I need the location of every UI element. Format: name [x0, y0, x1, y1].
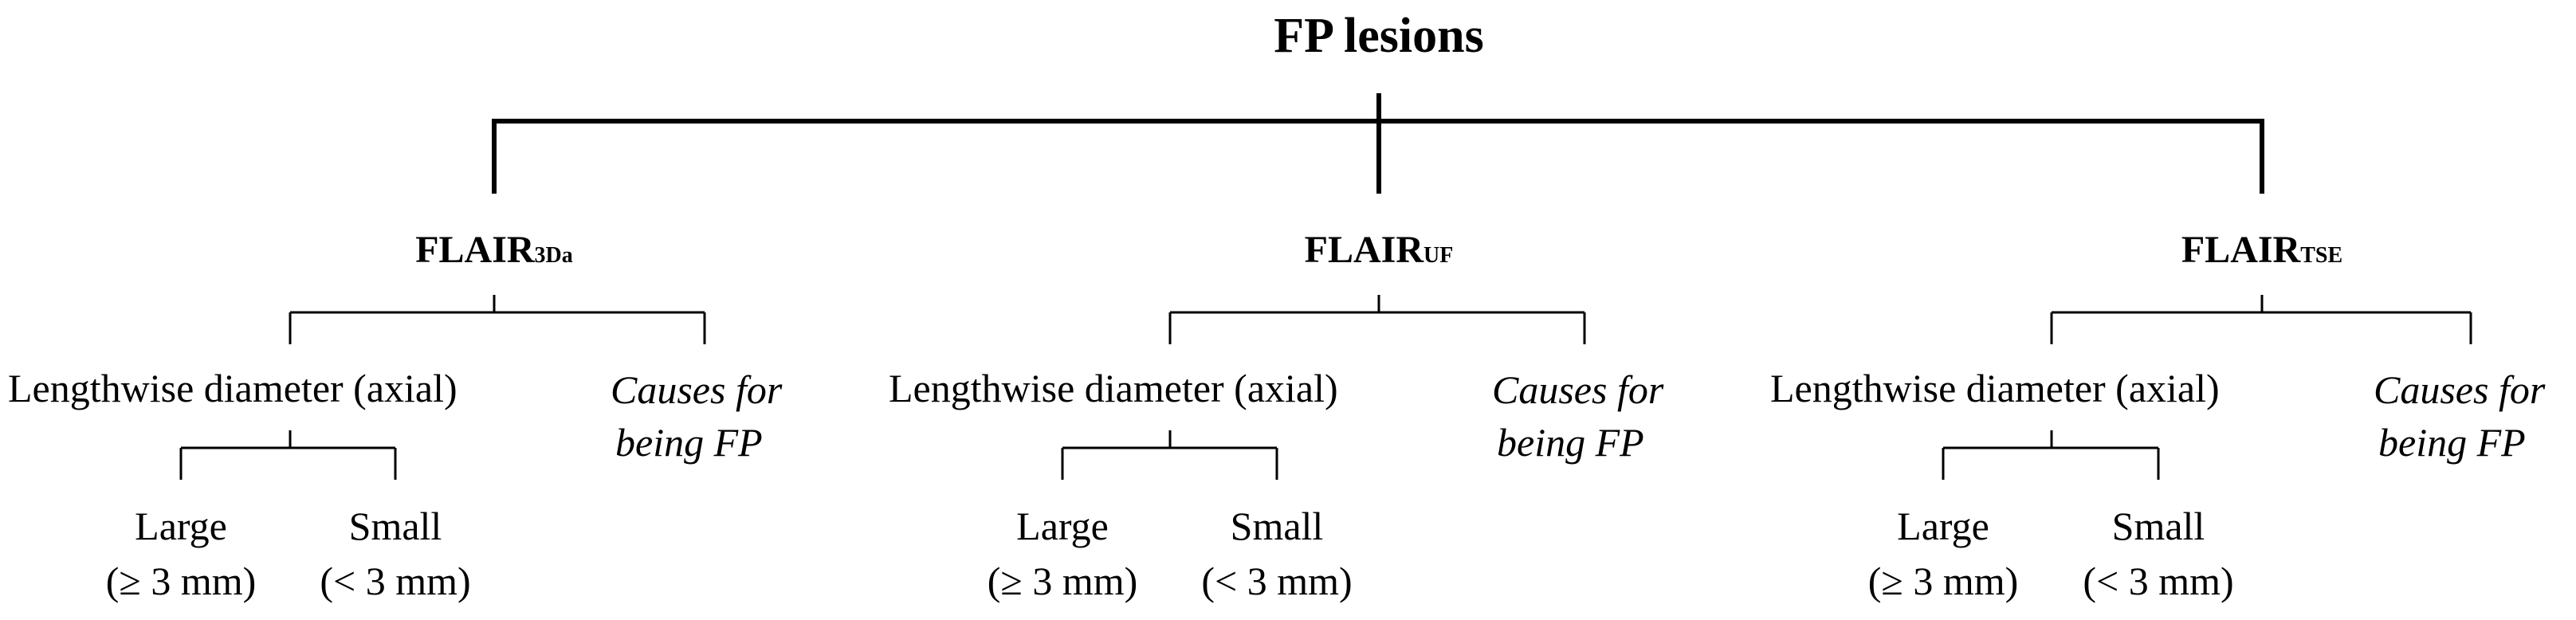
root-node-title: FP lesions [1274, 9, 1484, 63]
branch-1-small-range: (< 3 mm) [320, 559, 471, 603]
branch-2-small-range: (< 3 mm) [1201, 559, 1353, 603]
branch-1-causes-line1: Causes for [611, 367, 783, 412]
branch-1-large: Large (≥ 3 mm) [106, 499, 257, 609]
branch-1-large-range: (≥ 3 mm) [105, 559, 257, 603]
branch-3-large-range: (≥ 3 mm) [1867, 559, 2019, 603]
branch-1-large-label: Large [135, 504, 227, 548]
branch-1-criterion: Lengthwise diameter (axial) [8, 366, 457, 410]
branch-2-causes-line2: being FP [1497, 420, 1644, 465]
branch-2-size-connector [1061, 430, 1278, 480]
branch-1-small-label: Small [348, 504, 442, 548]
branch-1-title-subscript: 3Da [534, 243, 573, 268]
branch-3-small-range: (< 3 mm) [2083, 559, 2234, 603]
branch-1-connector [289, 295, 706, 344]
branch-1-causes: Causes for being FP [611, 363, 782, 469]
branch-2-title-main: FLAIR [1304, 229, 1424, 271]
branch-2-causes: Causes for being FP [1492, 363, 1663, 469]
branch-2-small-label: Small [1230, 504, 1324, 548]
branch-1-title: FLAIR3Da [415, 231, 573, 269]
branch-1-title-main: FLAIR [415, 229, 535, 271]
branch-1-causes-line2: being FP [615, 420, 763, 465]
branch-3-title-main: FLAIR [2181, 229, 2301, 271]
branch-2-large-range: (≥ 3 mm) [987, 559, 1138, 603]
branch-3-large-label: Large [1897, 504, 1989, 548]
branch-2-large-label: Large [1016, 504, 1109, 548]
branch-3-title-subscript: TSE [2300, 243, 2343, 268]
branch-3-causes: Causes for being FP [2374, 363, 2545, 469]
branch-2-connector [1168, 295, 1586, 344]
branch-1-small: Small (< 3 mm) [320, 499, 470, 609]
branch-3-large: Large (≥ 3 mm) [1868, 499, 2019, 609]
branch-3-causes-line2: being FP [2378, 420, 2526, 465]
branch-3-small: Small (< 3 mm) [2083, 499, 2233, 609]
branch-3-causes-line1: Causes for [2374, 367, 2546, 412]
branch-2-title: FLAIRUF [1305, 231, 1454, 269]
branch-3-small-label: Small [2111, 504, 2205, 548]
branch-3-size-connector [1942, 430, 2160, 480]
branch-2-large: Large (≥ 3 mm) [988, 499, 1138, 609]
branch-3-criterion: Lengthwise diameter (axial) [1770, 366, 2220, 410]
branch-2-small: Small (< 3 mm) [1201, 499, 1352, 609]
branch-2-title-subscript: UF [1423, 243, 1454, 268]
branch-3-title: FLAIRTSE [2181, 231, 2342, 269]
root-connector [492, 93, 2264, 194]
branch-1-size-connector [179, 430, 397, 480]
branch-2-criterion: Lengthwise diameter (axial) [889, 366, 1338, 410]
branch-3-connector [2050, 295, 2472, 344]
branch-2-causes-line1: Causes for [1492, 367, 1664, 412]
